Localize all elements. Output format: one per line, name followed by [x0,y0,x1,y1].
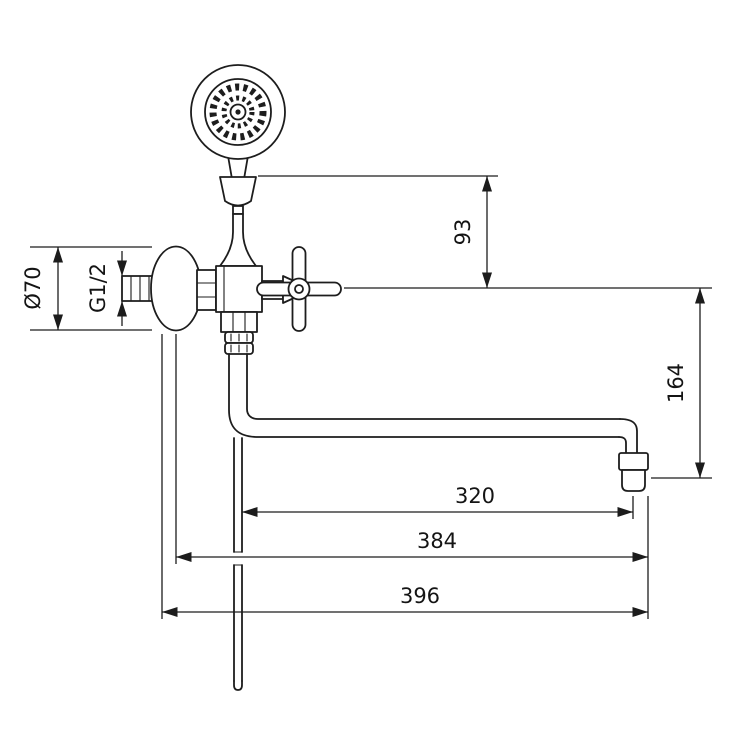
spout-nozzle [618,452,649,492]
cross-handle [256,246,342,332]
dim-93: 93 [258,175,712,289]
dim-label-320: 320 [455,484,495,508]
dim-164: 164 [651,288,712,479]
spout [228,353,638,454]
dim-label-flange-diameter: Ø70 [21,266,45,309]
wall-flange [150,245,202,332]
dim-320: 320 [242,484,634,519]
dim-label-164: 164 [664,363,688,403]
union-nut [196,269,217,311]
dim-396: 396 [161,334,648,619]
faucet-body [215,265,263,313]
shower-head [190,64,286,160]
shower-head-face [209,83,267,141]
dim-thread: G1/2 [86,251,127,326]
dim-384: 384 [175,334,649,619]
shower-hose [233,437,243,691]
dim-label-396: 396 [400,584,440,608]
dim-label-93: 93 [451,219,475,246]
collar-rings [224,331,254,355]
riser-pipe [219,213,257,267]
shower-holder [219,176,257,215]
spout-nut [220,311,258,333]
dim-label-thread: G1/2 [86,263,110,313]
dim-label-384: 384 [417,529,457,553]
dim-flange-diameter: Ø70 [21,246,152,331]
